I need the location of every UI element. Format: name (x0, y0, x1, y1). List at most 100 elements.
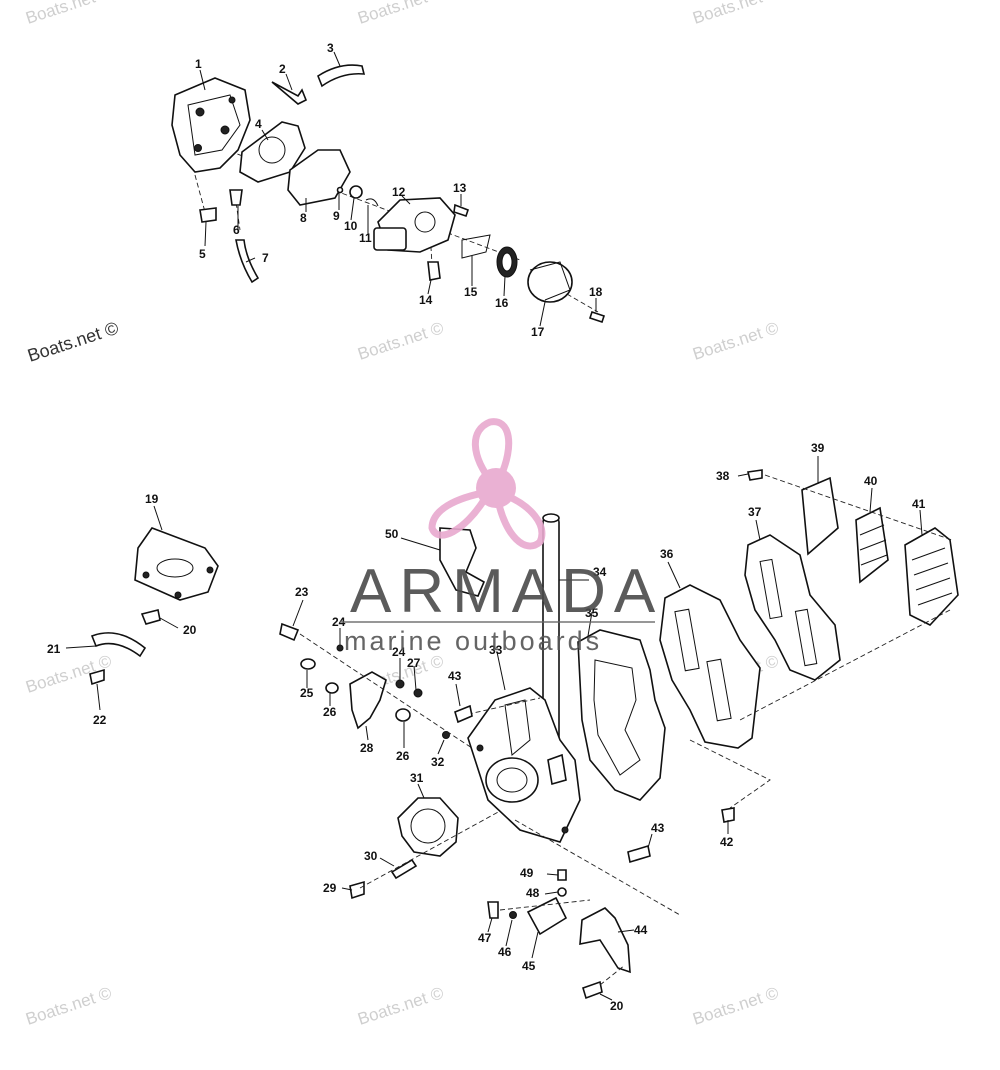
part-1-housing (171, 77, 251, 173)
watermark: Boats.net © (690, 318, 781, 364)
watermark: Boats.net © (355, 0, 446, 28)
callout-43: 43 (448, 669, 462, 683)
part-31-gasket (397, 797, 459, 857)
part-27 (413, 688, 423, 698)
callout-27: 27 (407, 656, 421, 670)
callout-40: 40 (864, 474, 878, 488)
part-46 (509, 911, 517, 919)
part-41-reed-block (904, 527, 959, 626)
part-4-gasket (239, 121, 306, 183)
intake-assembly (439, 469, 959, 916)
callout-11: 11 (359, 231, 372, 245)
callout-20: 20 (183, 623, 197, 637)
part-47 (487, 901, 499, 919)
part-49 (557, 869, 567, 881)
callout-24b: 24 (392, 645, 406, 659)
callout-6: 6 (233, 223, 240, 237)
callout-47: 47 (478, 931, 492, 945)
part-43b-bolt (627, 844, 651, 864)
part-7-hose (235, 239, 260, 284)
part-25 (300, 658, 316, 670)
callout-50: 50 (385, 527, 399, 541)
callout-numbers: 1 2 3 4 5 6 7 8 9 10 11 12 13 14 15 16 1… (47, 41, 926, 1013)
part-12-solenoid (373, 227, 407, 251)
part-22-screw (89, 668, 105, 686)
callout-46: 46 (498, 945, 512, 959)
part-14-fitting (427, 261, 441, 281)
callout-10: 10 (344, 219, 358, 233)
callout-8: 8 (300, 211, 307, 225)
leader-lines (65, 51, 923, 1001)
callout-30: 30 (364, 849, 378, 863)
brand-tagline: marine outboards (344, 626, 602, 656)
part-30 (390, 858, 418, 880)
callout-1: 1 (195, 57, 202, 71)
callout-15: 15 (464, 285, 478, 299)
brand-name: ARMADA (350, 557, 663, 626)
callout-16: 16 (495, 296, 509, 310)
part-50-bracket (439, 527, 486, 597)
callout-44: 44 (634, 923, 648, 937)
propeller-icon (428, 418, 546, 550)
callout-35: 35 (585, 606, 599, 620)
part-26b (395, 708, 411, 722)
callout-48: 48 (526, 886, 540, 900)
part-17-cap (527, 261, 573, 303)
part-38-screw (747, 469, 763, 481)
callout-4: 4 (255, 117, 262, 131)
watermark: Boats.net © (690, 0, 781, 28)
part-19-plate (134, 527, 219, 601)
watermark: Boats.net © (355, 983, 446, 1029)
callout-34: 34 (593, 565, 607, 579)
part-13-screw (453, 203, 470, 218)
part-8-gasket (287, 149, 351, 206)
callout-12: 12 (392, 185, 406, 199)
watermark: Boats.net © (23, 0, 114, 28)
watermark-bold: Boats.net © (25, 318, 121, 366)
callout-18: 18 (589, 285, 603, 299)
part-10 (349, 185, 363, 199)
callout-45: 45 (522, 959, 536, 973)
part-32 (442, 731, 450, 739)
part-21-clamp (90, 632, 147, 658)
callout-26b: 26 (396, 749, 410, 763)
callout-7: 7 (262, 251, 269, 265)
callout-26: 26 (323, 705, 337, 719)
callout-25: 25 (300, 686, 314, 700)
part-20-bolt (140, 609, 161, 625)
part-2-screw (271, 81, 308, 105)
callout-2: 2 (279, 62, 286, 76)
part-42-screw (721, 807, 735, 823)
lower-assembly (487, 869, 631, 1000)
part-36-plate (659, 584, 761, 749)
callout-37: 37 (748, 505, 762, 519)
part-29 (349, 880, 365, 900)
part-48 (557, 887, 567, 897)
callout-32: 32 (431, 755, 445, 769)
callout-3: 3 (327, 41, 334, 55)
part-24b (395, 679, 405, 689)
part-37-gasket (744, 534, 841, 681)
part-43-bolt (454, 704, 473, 724)
callout-21: 21 (47, 642, 61, 656)
part-45-block (526, 896, 568, 936)
callout-22: 22 (93, 713, 107, 727)
callout-41: 41 (912, 497, 926, 511)
part-24 (336, 644, 344, 652)
callout-36: 36 (660, 547, 674, 561)
callout-17: 17 (531, 325, 545, 339)
top-assembly (171, 64, 606, 324)
part-9 (336, 186, 344, 194)
part-6-fitting (229, 189, 243, 206)
callout-13: 13 (453, 181, 467, 195)
callout-5: 5 (199, 247, 206, 261)
callout-31: 31 (410, 771, 424, 785)
left-assembly (89, 527, 521, 900)
part-28-bracket (349, 671, 387, 730)
watermark: Boats.net © (23, 983, 114, 1029)
watermark: Boats.net © (690, 983, 781, 1029)
part-35-gasket (577, 629, 666, 801)
part-18-screw (588, 310, 606, 324)
callout-43b: 43 (651, 821, 665, 835)
